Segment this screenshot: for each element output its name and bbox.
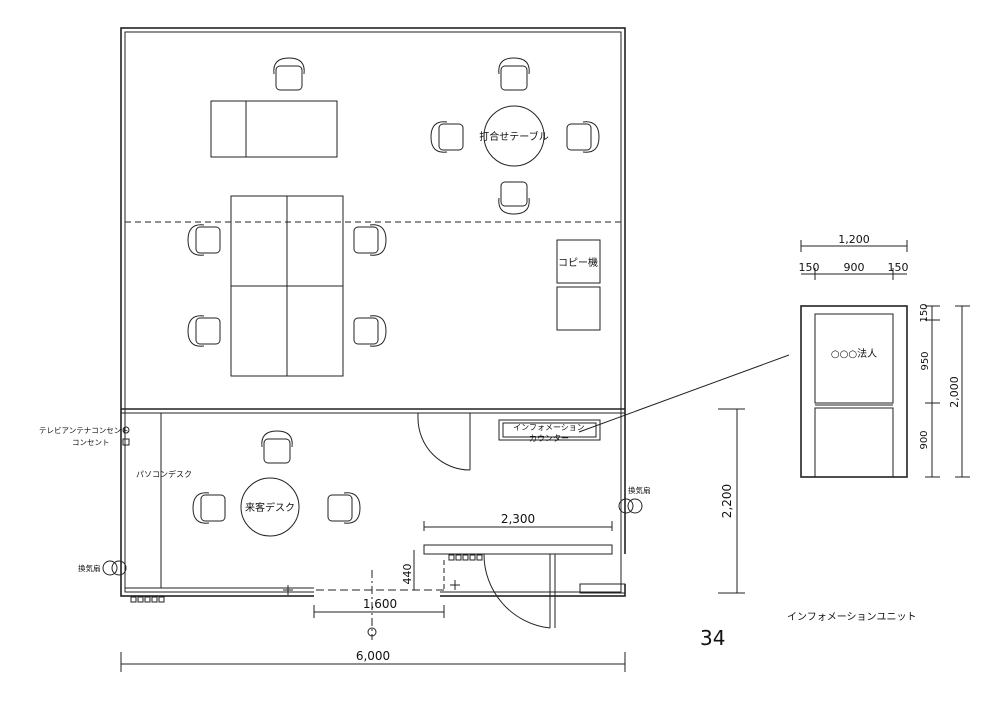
leader-line <box>578 354 790 433</box>
info-unit-detail: ○○○法人 <box>800 305 908 478</box>
dim-total-width-label: 6,000 <box>356 649 390 663</box>
page-number: 34 <box>700 626 725 650</box>
vent-fan-left-label: 換気扇 <box>78 563 101 573</box>
meeting-table: 打合せテーブル <box>479 105 549 167</box>
info-counter: インフォメーション カウンター <box>498 419 601 443</box>
dim-2200-label: 2,200 <box>720 484 734 518</box>
dim-2300-label: 2,300 <box>501 512 535 526</box>
unit-corp-label: ○○○法人 <box>831 347 877 360</box>
dim-1600: 1,600 <box>313 597 445 618</box>
vent-fan-right-label: 換気扇 <box>628 485 651 495</box>
visitor-desk-label: 来客デスク <box>245 501 295 514</box>
copier-label: コピー機 <box>558 256 598 269</box>
dim-unit-top: 1,200 150 900 150 <box>799 233 909 280</box>
dim-unit-mid-label: 950 <box>920 351 931 370</box>
door-swing-icon <box>483 553 556 629</box>
copier: コピー機 <box>556 239 601 331</box>
chair-icon <box>327 492 361 524</box>
dim-440-label: 440 <box>401 564 414 585</box>
outlet-icon: テレビアンテナコンセント <box>39 426 130 435</box>
vent-fan-icon: 換気扇 <box>618 485 651 514</box>
chair-icon <box>353 315 387 347</box>
vent-fan-icon: 換気扇 <box>78 560 127 576</box>
outlet-label: コンセント <box>72 438 110 447</box>
chair-icon <box>273 57 305 91</box>
chair-icon <box>430 121 464 153</box>
chair-icon <box>498 57 530 91</box>
pc-desk: パソコンデスク <box>136 413 192 588</box>
entrance-wall <box>423 544 628 594</box>
outlet-icon: コンセント <box>72 438 130 447</box>
bench <box>210 100 338 158</box>
door-swing-icon <box>417 413 471 471</box>
visitor-desk: 来客デスク <box>240 477 300 537</box>
dim-unit-height-label: 2,000 <box>948 376 961 408</box>
dim-unit-center-label: 900 <box>844 261 865 274</box>
bottom-wall-details <box>125 560 460 640</box>
unit-title: インフォメーションユニット <box>787 612 917 623</box>
dim-unit-side-right-label: 150 <box>888 261 909 274</box>
dim-unit-bottom-label: 900 <box>919 430 930 449</box>
dim-2200: 2,200 <box>718 408 745 594</box>
tv-antenna-outlet-label: テレビアンテナコンセント <box>39 426 129 435</box>
chair-icon <box>187 224 221 256</box>
chair-icon <box>353 224 387 256</box>
chair-icon <box>566 121 600 153</box>
dim-unit-top-label: 150 <box>919 303 930 322</box>
dim-1600-label: 1,600 <box>363 597 397 611</box>
info-counter-label-1: インフォメーション <box>513 423 585 432</box>
dim-unit-side-left-label: 150 <box>799 261 820 274</box>
meeting-table-label: 打合せテーブル <box>479 130 548 143</box>
dim-unit-width-label: 1,200 <box>838 233 870 246</box>
desk-group <box>230 195 344 377</box>
chair-icon <box>261 430 293 464</box>
dim-440: 440 <box>401 550 415 590</box>
chair-icon <box>498 181 530 215</box>
info-counter-label-2: カウンター <box>529 434 569 443</box>
dim-total-width: 6,000 <box>120 649 626 672</box>
chair-icon <box>192 492 226 524</box>
chair-icon <box>187 315 221 347</box>
dim-2300: 2,300 <box>423 512 613 531</box>
dim-unit-right: 150 950 900 2,000 <box>919 303 970 478</box>
outer-walls <box>120 27 626 597</box>
pc-desk-label: パソコンデスク <box>136 469 192 479</box>
